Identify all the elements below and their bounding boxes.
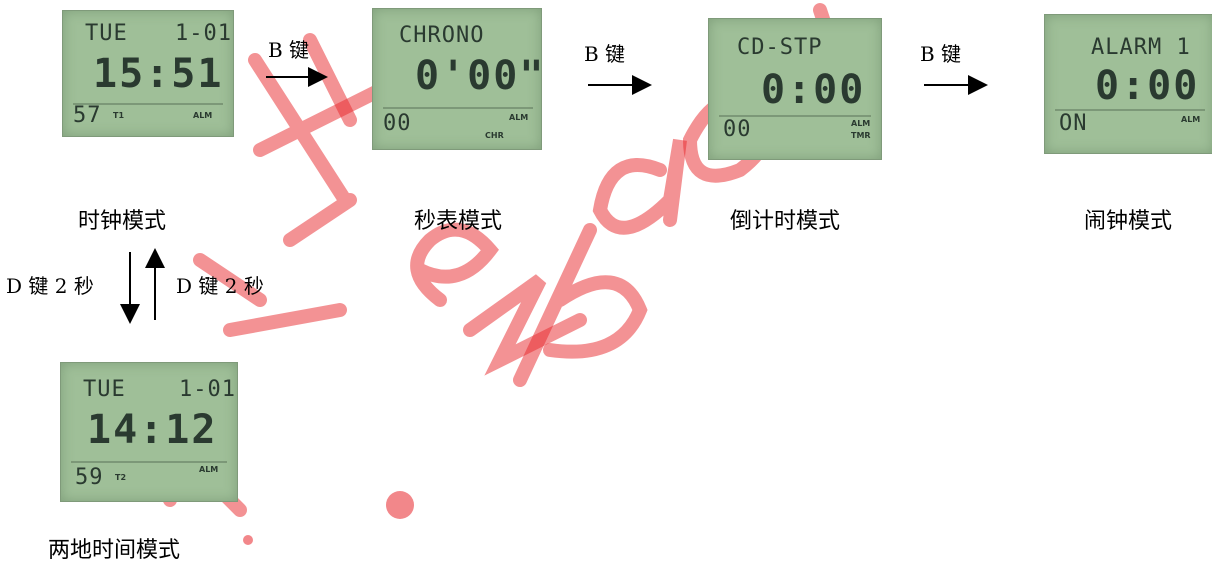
date-text: 1-01 (179, 377, 236, 402)
mode-title: CD-STP (737, 35, 823, 60)
lcd-dual-time-mode: TUE 1-01 14:12 59 T2 ALM (60, 362, 238, 502)
mode-title: CHRONO (399, 23, 485, 48)
sub-text: ON (1059, 111, 1088, 136)
mode-title: ALARM 1 (1091, 35, 1191, 60)
divider (73, 103, 223, 105)
sub-text: 00 (723, 117, 752, 142)
divider (1055, 109, 1205, 111)
divider (71, 461, 227, 463)
day-text: TUE (83, 377, 126, 402)
lcd-chrono-mode: CHRONO 0'00" 00 ALM CHR (372, 8, 546, 150)
alm-label: ALM (509, 113, 529, 122)
b-key-label-1: B 键 (268, 38, 310, 62)
caption-chrono-mode: 秒表模式 (414, 209, 503, 234)
lcd-alarm-mode: ALARM 1 0:00 ON ALM (1044, 14, 1212, 154)
alm-label: ALM (199, 465, 219, 474)
caption-alarm-mode: 闹钟模式 (1084, 209, 1173, 234)
date-text: 1-01 (175, 21, 232, 46)
caption-clock-mode: 时钟模式 (78, 209, 167, 234)
tmr-label: TMR (851, 131, 871, 140)
time-text: 0:00 (761, 67, 866, 113)
time-text: 0'00" (415, 53, 546, 99)
day-text: TUE (85, 21, 128, 46)
sub-text: 57 (73, 103, 102, 128)
chr-label: CHR (485, 131, 504, 140)
zone-label: T1 (113, 111, 125, 120)
sub-text: 59 (75, 465, 104, 490)
b-key-label-3: B 键 (920, 42, 962, 66)
sub-text: 00 (383, 111, 412, 136)
caption-countdown-mode: 倒计时模式 (730, 209, 841, 234)
lcd-clock-mode: TUE 1-01 15:51 57 T1 ALM (62, 10, 234, 137)
time-text: 15:51 (93, 51, 224, 97)
alm-label: ALM (851, 119, 871, 128)
divider (719, 115, 871, 117)
time-text: 14:12 (87, 407, 218, 453)
lcd-countdown-mode: CD-STP 0:00 00 ALM TMR (708, 18, 882, 160)
alm-label: ALM (1181, 115, 1201, 124)
d-key-label-up: D 键 2 秒 (176, 274, 264, 298)
d-key-label-down: D 键 2 秒 (6, 274, 94, 298)
time-text: 0:00 (1095, 63, 1200, 109)
alm-label: ALM (193, 111, 213, 120)
divider (383, 107, 533, 109)
caption-dual-time-mode: 两地时间模式 (48, 538, 181, 563)
zone-label: T2 (115, 473, 127, 482)
b-key-label-2: B 键 (584, 42, 626, 66)
